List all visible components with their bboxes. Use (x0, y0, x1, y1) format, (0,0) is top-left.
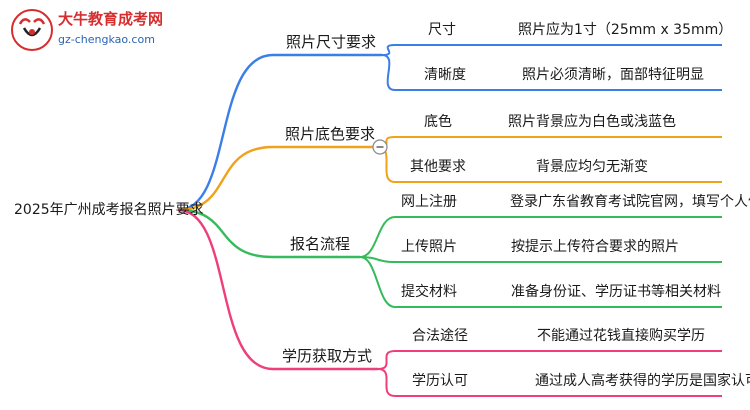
leaf-connector (381, 54, 722, 91)
branch-connector (177, 208, 360, 259)
leaf-label: 学历认可 (412, 373, 468, 389)
branch-connector (177, 208, 378, 371)
leaf-description: 通过成人高考获得的学历是国家认可的 (535, 373, 750, 389)
leaf-connector (359, 256, 722, 263)
branch-label: 照片尺寸要求 (286, 33, 377, 51)
leaf-label: 网上注册 (401, 194, 457, 210)
leaf-label: 尺寸 (428, 22, 456, 38)
branch-label: 学历获取方式 (282, 347, 373, 365)
collapse-toggle-icon[interactable] (372, 139, 388, 155)
logo-site-name: 大牛教育成考网 (58, 10, 164, 28)
leaf-connector (381, 44, 722, 56)
branch-label: 报名流程 (290, 235, 351, 253)
leaf-connector (377, 136, 722, 148)
leaf-description: 准备身份证、学历证书等相关材料 (511, 284, 721, 300)
branch-connector (177, 145, 378, 212)
leaf-description: 照片应为1寸（25mm x 35mm） (518, 22, 733, 38)
leaf-description: 不能通过花钱直接购买学历 (537, 328, 705, 344)
leaf-label: 提交材料 (401, 284, 457, 300)
bull-logo-icon (11, 9, 53, 51)
branch-connector (177, 53, 382, 212)
leaf-connector (359, 216, 722, 258)
leaf-connector (359, 256, 722, 308)
logo-site-url: gz-chengkao.com (58, 33, 155, 46)
leaf-label: 底色 (424, 114, 452, 130)
leaf-description: 登录广东省教育考试院官网，填写个人信息 (510, 194, 750, 210)
leaf-label: 上传照片 (401, 239, 457, 255)
leaf-connector (377, 350, 722, 370)
site-logo: 大牛教育成考网 gz-chengkao.com (10, 8, 170, 52)
leaf-description: 背景应均匀无渐变 (536, 159, 648, 175)
root-title: 2025年广州成考报名照片要求 (14, 202, 204, 218)
leaf-connector (377, 368, 722, 397)
leaf-label: 其他要求 (410, 159, 466, 175)
branch-label: 照片底色要求 (285, 125, 376, 143)
leaf-description: 照片必须清晰，面部特征明显 (522, 67, 704, 83)
leaf-label: 清晰度 (424, 67, 466, 83)
leaf-description: 按提示上传符合要求的照片 (511, 239, 679, 255)
leaf-description: 照片背景应为白色或浅蓝色 (508, 114, 676, 130)
leaf-label: 合法途径 (412, 328, 468, 344)
